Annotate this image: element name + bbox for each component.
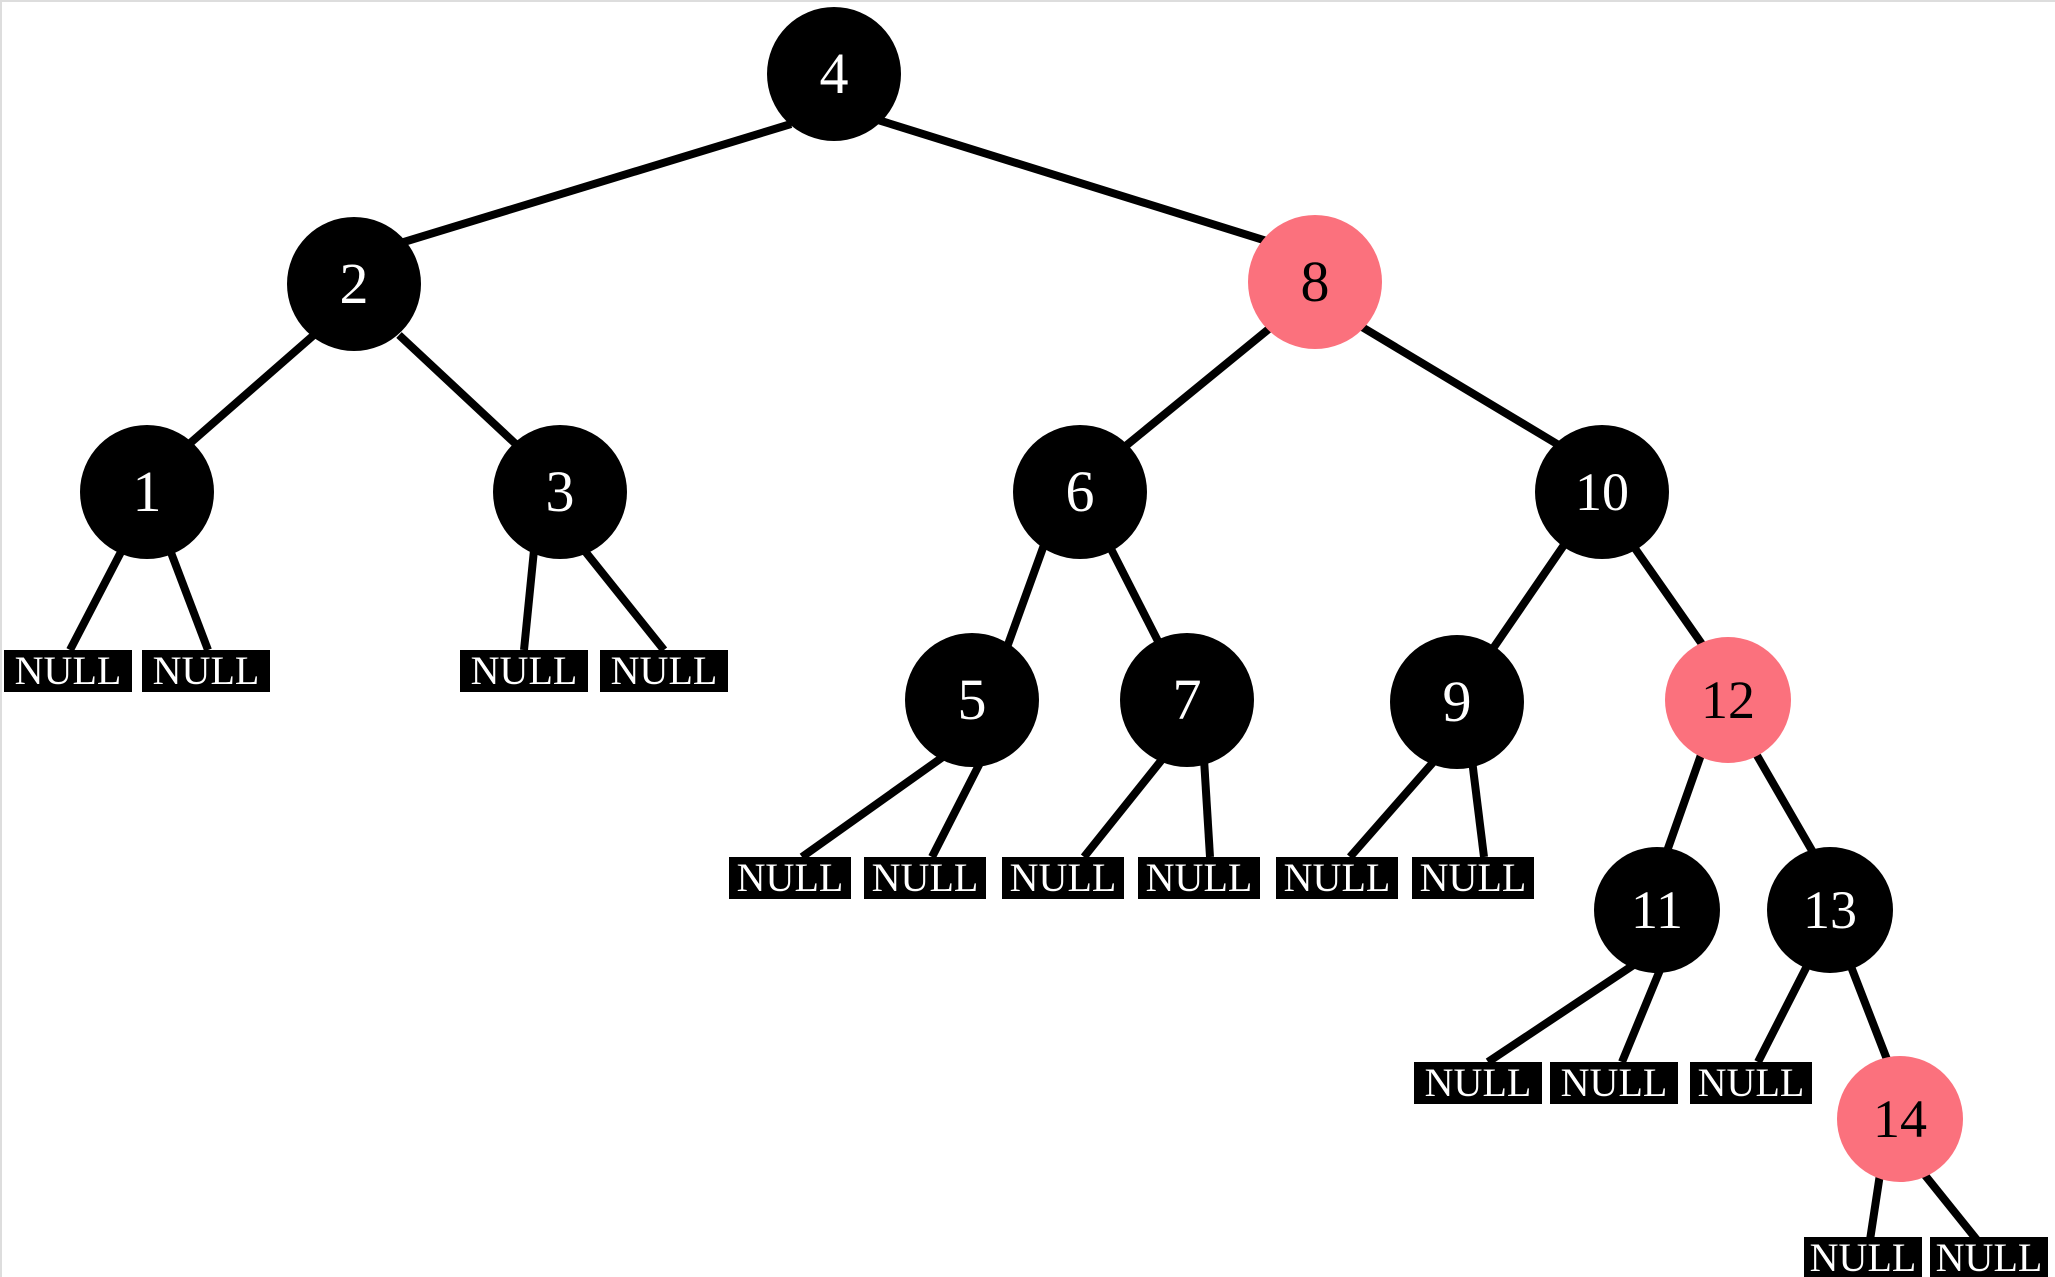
tree-node-2[interactable]: 2 [287,217,421,351]
null-leaf-l9R: NULL [1412,857,1534,899]
null-leaf-l1L: NULL [4,650,132,692]
null-leaf-l3R: NULL [600,650,728,692]
tree-node-9[interactable]: 9 [1390,635,1524,769]
tree-node-11[interactable]: 11 [1594,847,1720,973]
tree-node-10[interactable]: 10 [1535,425,1669,559]
tree-node-8[interactable]: 8 [1248,215,1382,349]
tree-node-6[interactable]: 6 [1013,425,1147,559]
null-leaf-l3L: NULL [460,650,588,692]
tree-node-3[interactable]: 3 [493,425,627,559]
null-leaf-l7L: NULL [1002,857,1124,899]
tree-node-13[interactable]: 13 [1767,847,1893,973]
tree-node-5[interactable]: 5 [905,633,1039,767]
null-leaf-l9L: NULL [1276,857,1398,899]
null-leaf-l14L: NULL [1804,1237,1922,1277]
tree-node-12[interactable]: 12 [1665,637,1791,763]
null-leaf-l5L: NULL [729,857,851,899]
null-leaf-l13L: NULL [1690,1062,1812,1104]
tree-node-1[interactable]: 1 [80,425,214,559]
tree-node-14[interactable]: 14 [1837,1056,1963,1182]
null-leaf-l11R: NULL [1550,1062,1678,1104]
null-leaf-l1R: NULL [142,650,270,692]
null-leaf-l5R: NULL [864,857,986,899]
null-leaf-l11L: NULL [1414,1062,1542,1104]
null-leaf-l14R: NULL [1930,1237,2048,1277]
null-leaf-l7R: NULL [1138,857,1260,899]
tree-node-4[interactable]: 4 [767,7,901,141]
tree-node-7[interactable]: 7 [1120,633,1254,767]
